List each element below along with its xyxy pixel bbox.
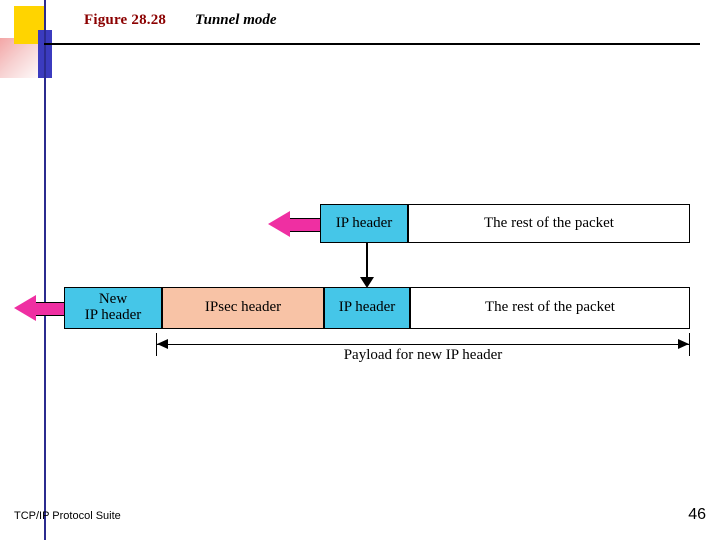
- figure-title: Tunnel mode: [195, 12, 277, 28]
- arrow-head-icon: [14, 295, 36, 321]
- block-ipsec-header: IPsec header: [162, 287, 324, 329]
- down-arrow-shaft: [366, 243, 368, 279]
- header-rule: [44, 43, 700, 45]
- arrow-shaft: [290, 218, 320, 232]
- footer-text: TCP/IP Protocol Suite: [14, 510, 121, 522]
- block-original-ip-header: IP header: [320, 204, 408, 243]
- block-new-ip-header-line2: IP header: [84, 307, 142, 323]
- measure-line: [156, 344, 690, 345]
- measure-arrow-left-icon: [157, 339, 168, 349]
- block-tunneled-ip-header: IP header: [324, 287, 410, 329]
- arrow-shaft: [36, 302, 66, 316]
- block-new-ip-header: New IP header: [64, 287, 162, 329]
- vertical-divider: [44, 0, 46, 540]
- measure-label: Payload for new IP header: [343, 347, 503, 363]
- figure-label: Figure 28.28: [84, 12, 167, 28]
- logo-gradient-block: [0, 38, 44, 78]
- left-arrow-tunneled-row: [14, 295, 66, 321]
- measure-arrow-right-icon: [678, 339, 689, 349]
- left-arrow-original-row: [268, 211, 320, 237]
- block-original-rest: The rest of the packet: [408, 204, 690, 243]
- down-arrow-head-icon: [360, 277, 374, 288]
- arrow-head-icon: [268, 211, 290, 237]
- block-new-ip-header-line1: New: [98, 291, 128, 308]
- page-number: 46: [688, 506, 706, 523]
- block-tunneled-rest: The rest of the packet: [410, 287, 690, 329]
